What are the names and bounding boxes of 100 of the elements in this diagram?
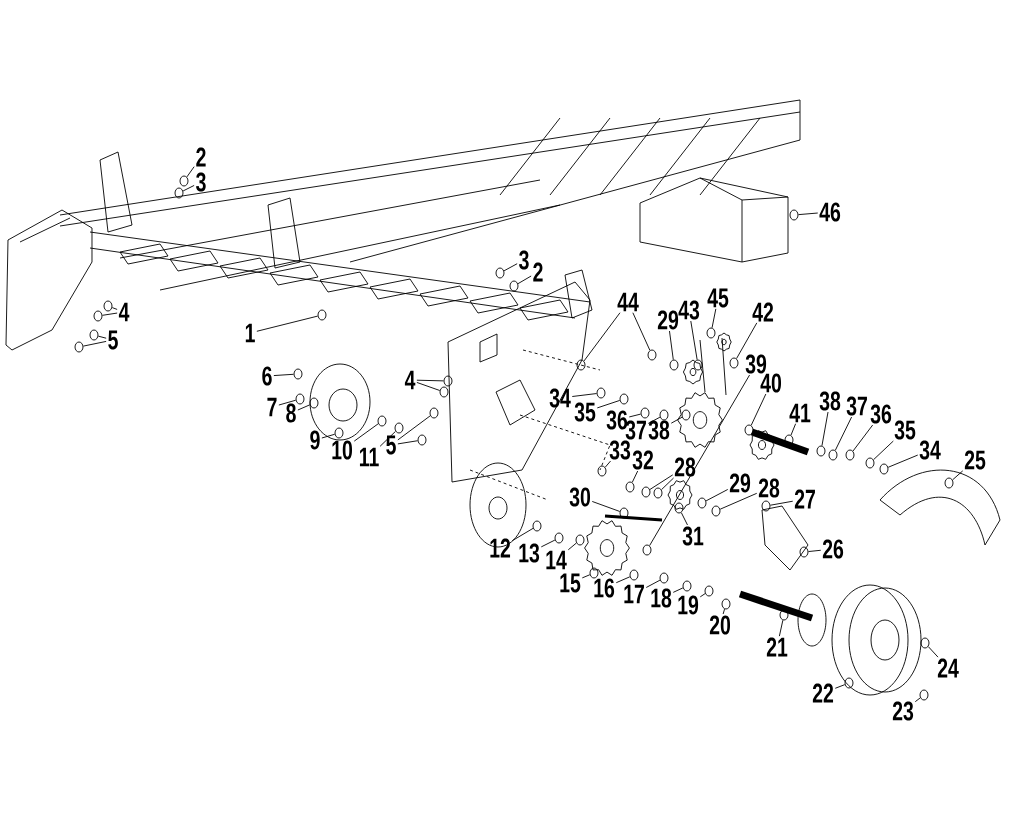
leader-line <box>628 413 642 418</box>
callout-number: 10 <box>332 440 352 460</box>
small-part <box>377 415 387 427</box>
small-part <box>417 434 427 446</box>
leader-line <box>97 335 107 339</box>
leader-line <box>649 374 750 547</box>
small-part <box>74 341 84 353</box>
callout-number: 19 <box>678 595 699 615</box>
callout-number: 26 <box>822 539 844 559</box>
leader-line <box>397 415 431 441</box>
callout-number: 27 <box>794 489 815 509</box>
leader-line <box>101 312 118 316</box>
leader-line <box>722 608 725 615</box>
small-part <box>495 267 505 279</box>
small-part <box>693 359 703 371</box>
small-part <box>317 309 327 321</box>
small-part <box>784 434 794 446</box>
leader-line <box>790 423 797 436</box>
callout-number: 21 <box>766 637 788 657</box>
small-part <box>629 569 639 581</box>
callout-number: 37 <box>625 420 646 440</box>
leader-line <box>699 593 706 598</box>
callout-number: 34 <box>549 388 571 408</box>
leader-line <box>821 411 829 447</box>
callout-number: 39 <box>745 354 767 374</box>
callout-number: 29 <box>657 310 679 330</box>
small-part <box>443 375 453 387</box>
small-part <box>589 567 599 579</box>
callout-number: 4 <box>404 370 416 390</box>
leader-line <box>672 587 684 593</box>
callout-number: 7 <box>267 397 277 417</box>
small-part <box>674 502 684 514</box>
callout-number: 40 <box>760 373 782 393</box>
small-part <box>295 393 305 405</box>
leader-line <box>705 489 729 502</box>
small-part <box>721 598 731 610</box>
callout-number: 16 <box>594 578 615 598</box>
small-part <box>706 327 716 339</box>
callout-number: 44 <box>617 292 639 312</box>
leader-line <box>669 330 674 361</box>
leader-line <box>82 340 107 347</box>
leader-line <box>769 500 794 506</box>
callout-number: 15 <box>560 573 581 593</box>
callout-number: 24 <box>937 658 959 678</box>
callout-number: 2 <box>196 147 206 167</box>
small-part <box>334 427 344 439</box>
leader-line <box>649 474 674 490</box>
small-part <box>919 689 929 701</box>
small-part <box>293 368 303 380</box>
leader-line <box>680 512 688 526</box>
small-part <box>799 546 809 558</box>
callout-number: 6 <box>262 366 272 386</box>
leader-line <box>321 433 336 439</box>
small-part <box>575 534 585 546</box>
small-part <box>625 481 635 493</box>
callout-number: 38 <box>819 391 841 411</box>
callout-number: 36 <box>606 410 628 430</box>
callout-number: 35 <box>894 420 916 440</box>
callout-number: 13 <box>519 543 540 563</box>
small-part <box>309 397 319 409</box>
small-part <box>659 572 669 584</box>
small-part <box>103 300 113 312</box>
small-part <box>761 500 771 512</box>
leader-line <box>808 549 822 552</box>
leader-line <box>873 440 894 461</box>
leader-line <box>914 697 921 703</box>
small-part <box>681 409 691 421</box>
small-part <box>509 280 519 292</box>
small-part <box>89 329 99 341</box>
small-part <box>619 507 629 519</box>
small-part <box>944 477 954 489</box>
callout-number: 42 <box>752 302 774 322</box>
callout-number: 38 <box>648 420 670 440</box>
small-part <box>439 386 449 398</box>
callout-number: 23 <box>892 701 914 721</box>
leader-line <box>887 454 919 468</box>
small-part <box>779 609 789 621</box>
callout-number: 5 <box>108 330 118 350</box>
leader-line <box>591 501 621 512</box>
callout-number: 35 <box>574 402 596 422</box>
small-part <box>647 349 657 361</box>
small-part <box>669 359 679 371</box>
callout-number: 32 <box>632 450 654 470</box>
small-part <box>394 422 404 434</box>
callout-number: 28 <box>758 478 780 498</box>
small-part <box>704 585 714 597</box>
callout-number: 3 <box>519 250 529 270</box>
callout-number: 45 <box>707 288 729 308</box>
callout-number: 17 <box>624 584 644 604</box>
small-part <box>816 445 826 457</box>
small-part <box>532 520 542 532</box>
callout-number: 18 <box>651 588 672 608</box>
callout-number: 11 <box>359 447 379 467</box>
small-part <box>682 580 692 592</box>
small-part <box>619 393 629 405</box>
leader-line <box>778 619 784 637</box>
leader-line <box>297 404 311 411</box>
callout-number: 34 <box>919 440 941 460</box>
leader-line <box>750 393 767 426</box>
callout-number: 22 <box>812 683 834 703</box>
